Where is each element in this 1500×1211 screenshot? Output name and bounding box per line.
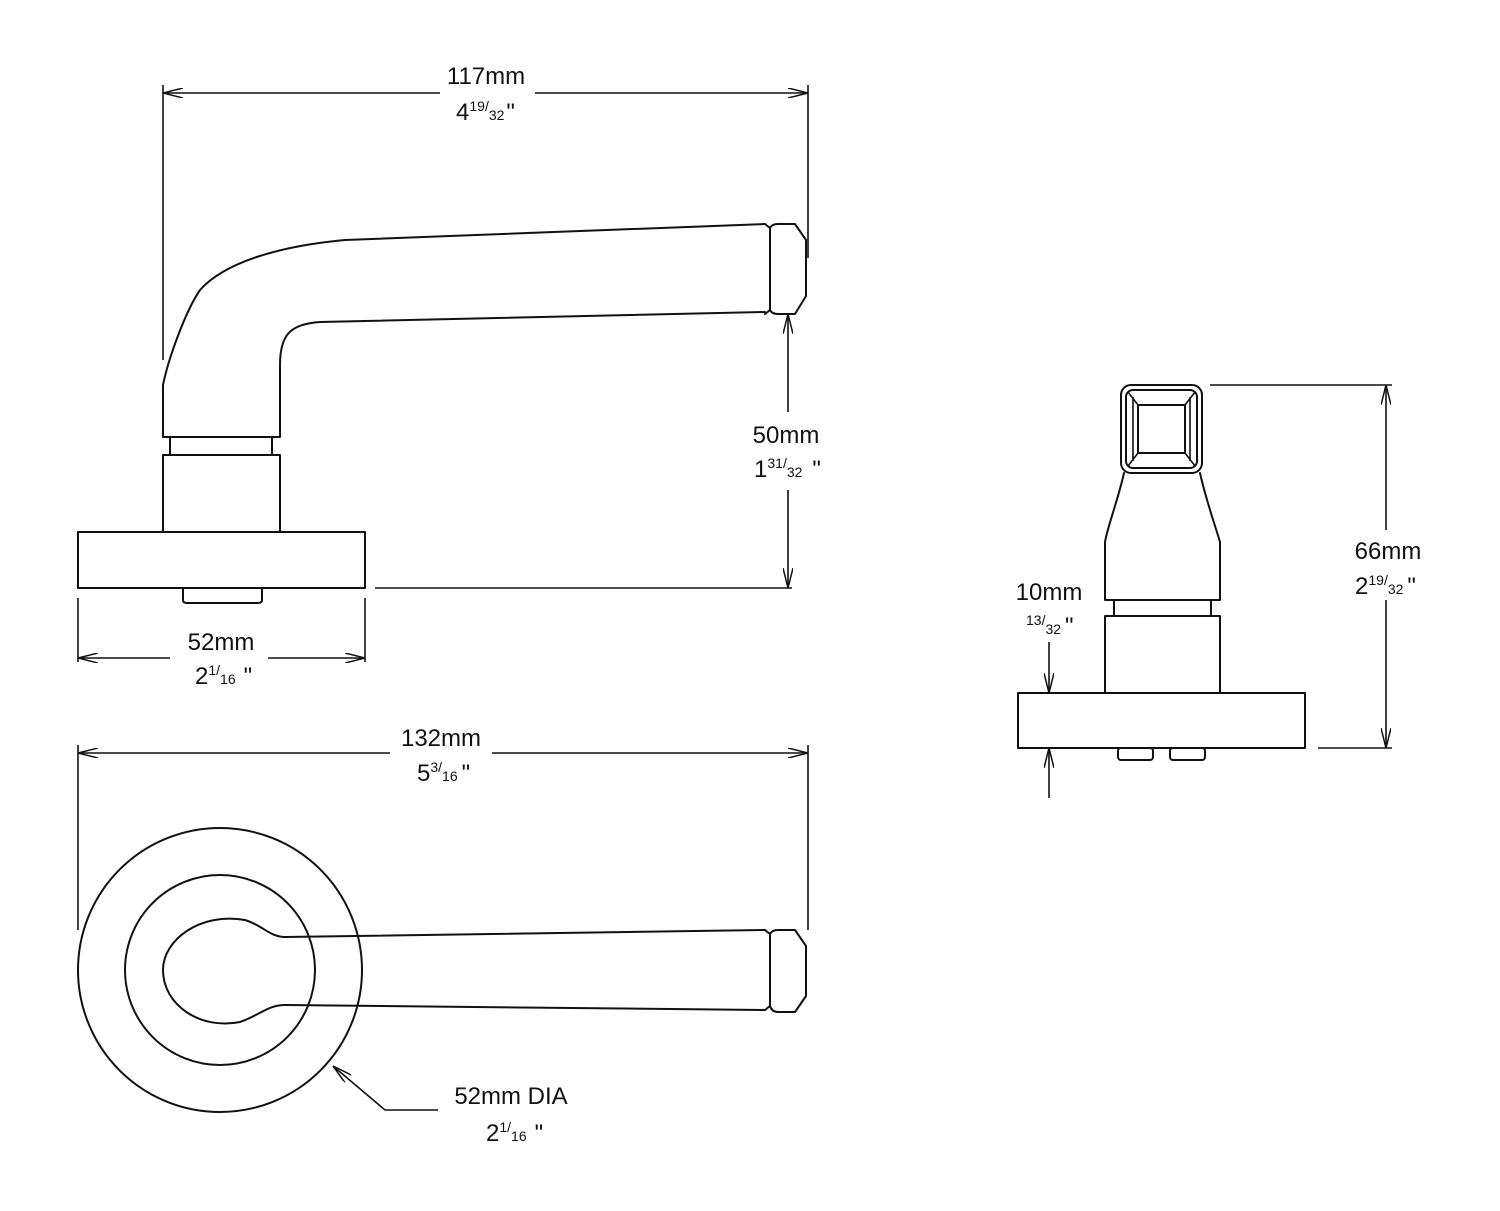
- dim-metric: 50mm: [753, 422, 820, 449]
- dim-metric: 52mm: [188, 629, 255, 656]
- spindle-housing: [162, 454, 281, 533]
- knob-face-bevel: [1125, 389, 1198, 469]
- dim-imperial: 131/32": [754, 455, 821, 483]
- dimension-lever-height: 50mm 131/32": [375, 314, 821, 589]
- neck-band: [169, 436, 273, 456]
- dim-metric: 66mm: [1355, 538, 1422, 565]
- lever-outline-side: [162, 223, 766, 438]
- dim-metric: 10mm: [1016, 579, 1083, 606]
- dim-imperial: 13/32": [1026, 612, 1074, 640]
- dimension-overall-length: 132mm 53/16": [77, 725, 809, 930]
- rose-inner-circle: [124, 874, 316, 1066]
- plan-view: [77, 827, 807, 1113]
- dim-metric: 52mm DIA: [454, 1083, 567, 1110]
- lever-neck-end: [1104, 472, 1221, 601]
- lever-outline-plan: [162, 917, 766, 1025]
- knob-face-outer: [1120, 384, 1203, 474]
- dimension-rose-diameter: 52mm DIA 21/16": [333, 1066, 568, 1147]
- rose-side: [77, 531, 366, 589]
- dim-metric: 132mm: [401, 725, 481, 752]
- dim-imperial: 53/16": [417, 759, 470, 787]
- dimension-overall-projection: 66mm 219/32": [1210, 384, 1422, 749]
- dim-metric: 117mm: [447, 63, 525, 90]
- dimension-rose-thickness: 10mm 13/32": [1016, 579, 1083, 798]
- rose-end: [1017, 692, 1306, 749]
- fixing-foot: [1169, 747, 1206, 761]
- dimension-lever-length: 117mm 419/32": [162, 63, 809, 360]
- knob-face-inner: [1137, 404, 1186, 454]
- lever-end-cap-plan: [764, 929, 807, 1013]
- dimension-rose-width: 52mm 21/16": [77, 598, 366, 690]
- dim-imperial: 419/32": [456, 98, 515, 126]
- dim-imperial: 219/32": [1355, 572, 1416, 600]
- rose-outer-circle: [77, 827, 363, 1113]
- side-view: [77, 223, 807, 604]
- spindle-housing-end: [1104, 615, 1221, 694]
- fixing-clip: [182, 587, 263, 604]
- dim-imperial: 21/16": [195, 662, 252, 690]
- lever-end-cap: [764, 223, 807, 315]
- dim-imperial: 21/16": [486, 1119, 543, 1147]
- end-view: [1017, 384, 1306, 761]
- fixing-foot: [1117, 747, 1154, 761]
- neck-band-end: [1113, 599, 1212, 617]
